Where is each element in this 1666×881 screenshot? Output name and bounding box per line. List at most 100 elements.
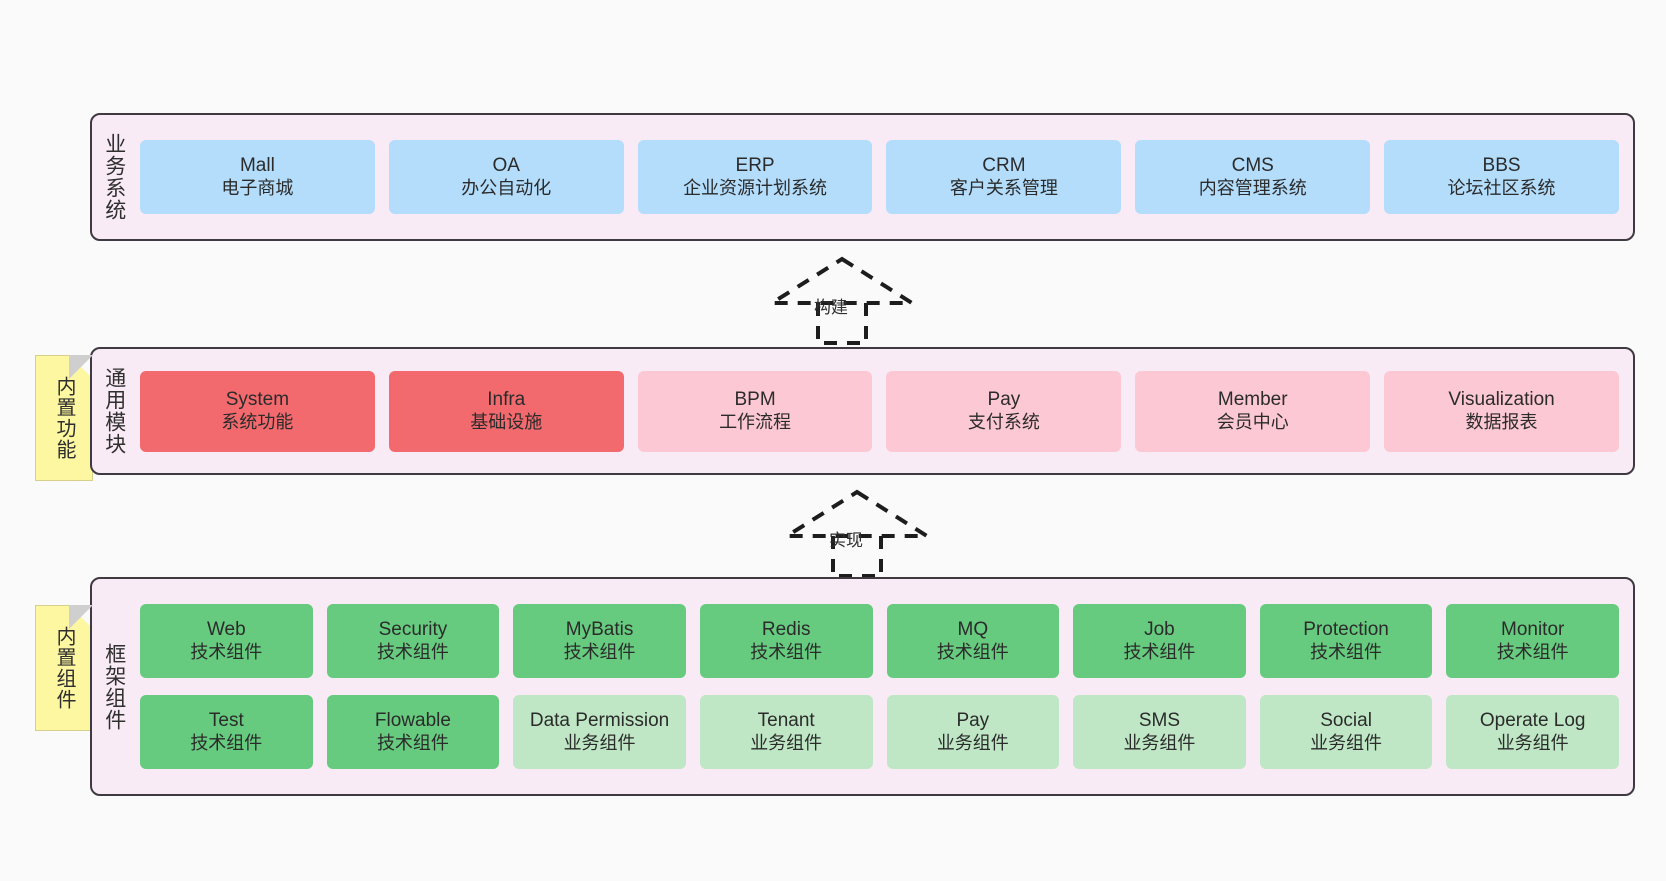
module-card-mall[interactable]: Mall 电子商城 xyxy=(140,140,375,214)
module-desc: 基础设施 xyxy=(470,411,543,432)
module-desc: 数据报表 xyxy=(1465,411,1538,432)
module-card-cms[interactable]: CMS 内容管理系统 xyxy=(1135,140,1371,214)
module-desc: 客户关系管理 xyxy=(949,177,1058,198)
connector-label-build: 构建 xyxy=(814,298,848,317)
module-desc: 工作流程 xyxy=(719,411,792,432)
module-desc: 技术组件 xyxy=(936,641,1009,662)
module-desc: 企业资源计划系统 xyxy=(683,177,828,198)
module-card-mybatis[interactable]: MyBatis 技术组件 xyxy=(513,604,686,678)
module-card-sms[interactable]: SMS 业务组件 xyxy=(1073,695,1246,769)
module-name: CRM xyxy=(982,155,1026,177)
module-card-web[interactable]: Web 技术组件 xyxy=(140,604,313,678)
module-desc: 系统功能 xyxy=(221,411,294,432)
module-name: System xyxy=(225,389,290,411)
module-desc: 技术组件 xyxy=(1123,641,1196,662)
module-card-redis[interactable]: Redis 技术组件 xyxy=(699,604,873,678)
module-card-member[interactable]: Member 会员中心 xyxy=(1135,370,1371,452)
module-name: Monitor xyxy=(1501,619,1565,641)
note-label: 内置组件 xyxy=(53,626,75,710)
module-card-pay[interactable]: Pay 支付系统 xyxy=(886,370,1122,452)
layer-common-modules: 通用模块 System 系统功能 Infra 基础设施 BPM 工作流程 Pay… xyxy=(90,347,1635,475)
module-card-system[interactable]: System 系统功能 xyxy=(140,370,375,452)
layer-title-business: 业务系统 xyxy=(102,133,126,221)
module-row: System 系统功能 Infra 基础设施 BPM 工作流程 Pay 支付系统… xyxy=(140,370,1619,452)
note-label: 内置功能 xyxy=(53,376,75,460)
module-name: Web xyxy=(206,619,246,641)
module-card-job[interactable]: Job 技术组件 xyxy=(1073,604,1246,678)
layer-business-systems: 业务系统 Mall 电子商城 OA 办公自动化 ERP 企业资源计划系统 CRM… xyxy=(90,113,1635,241)
module-desc: 业务组件 xyxy=(936,732,1009,753)
module-row: Test 技术组件 Flowable 技术组件 Data Permission … xyxy=(140,695,1619,769)
module-name: BBS xyxy=(1482,155,1521,177)
module-card-protection[interactable]: Protection 技术组件 xyxy=(1259,604,1433,678)
module-desc: 论坛社区系统 xyxy=(1447,177,1556,198)
module-card-oa[interactable]: OA 办公自动化 xyxy=(388,140,624,214)
module-card-flowable[interactable]: Flowable 技术组件 xyxy=(326,695,500,769)
module-card-visualization[interactable]: Visualization 数据报表 xyxy=(1384,370,1619,452)
layer-body-framework: Web 技术组件 Security 技术组件 MyBatis 技术组件 Redi… xyxy=(136,579,1633,794)
module-name: Visualization xyxy=(1448,389,1555,411)
module-name: Protection xyxy=(1303,619,1389,641)
module-name: Infra xyxy=(487,389,526,411)
module-desc: 会员中心 xyxy=(1216,411,1289,432)
module-desc: 技术组件 xyxy=(376,732,449,753)
module-desc: 业务组件 xyxy=(563,732,636,753)
layer-body-business: Mall 电子商城 OA 办公自动化 ERP 企业资源计划系统 CRM 客户关系… xyxy=(136,115,1633,239)
module-card-pay-component[interactable]: Pay 业务组件 xyxy=(886,695,1060,769)
module-name: Flowable xyxy=(374,710,451,732)
module-card-bbs[interactable]: BBS 论坛社区系统 xyxy=(1384,140,1619,214)
module-desc: 业务组件 xyxy=(1123,732,1196,753)
generalization-triangle-icon xyxy=(765,256,919,305)
layer-title-common: 通用模块 xyxy=(102,367,126,455)
module-card-tenant[interactable]: Tenant 业务组件 xyxy=(699,695,873,769)
connector-implement: 实现 xyxy=(767,488,947,578)
module-desc: 技术组件 xyxy=(376,641,449,662)
connector-label-implement: 实现 xyxy=(829,531,863,550)
module-name: MQ xyxy=(957,619,989,641)
module-name: Security xyxy=(378,619,448,641)
module-name: Social xyxy=(1320,710,1372,732)
module-card-test[interactable]: Test 技术组件 xyxy=(140,695,313,769)
module-card-operate-log[interactable]: Operate Log 业务组件 xyxy=(1446,695,1619,769)
module-desc: 技术组件 xyxy=(1496,641,1569,662)
module-card-erp[interactable]: ERP 企业资源计划系统 xyxy=(637,140,873,214)
connector-build: 构建 xyxy=(752,255,932,345)
module-card-mq[interactable]: MQ 技术组件 xyxy=(886,604,1060,678)
layer-title-framework: 框架组件 xyxy=(102,642,126,731)
module-name: Mall xyxy=(239,155,275,177)
module-desc: 办公自动化 xyxy=(461,177,552,198)
module-desc: 业务组件 xyxy=(750,732,823,753)
module-name: MyBatis xyxy=(565,619,634,641)
module-card-security[interactable]: Security 技术组件 xyxy=(326,604,500,678)
module-name: SMS xyxy=(1138,710,1181,732)
note-builtin-components: 内置组件 xyxy=(35,605,93,731)
module-name: OA xyxy=(492,155,520,177)
module-card-bpm[interactable]: BPM 工作流程 xyxy=(637,370,873,452)
generalization-triangle-icon xyxy=(780,489,934,538)
module-name: Pay xyxy=(987,389,1021,411)
module-desc: 内容管理系统 xyxy=(1198,177,1307,198)
module-desc: 技术组件 xyxy=(190,641,263,662)
module-name: Pay xyxy=(956,710,990,732)
module-card-data-permission[interactable]: Data Permission 业务组件 xyxy=(513,695,686,769)
module-desc: 业务组件 xyxy=(1310,732,1383,753)
module-name: BPM xyxy=(734,389,776,411)
module-desc: 技术组件 xyxy=(190,732,263,753)
module-card-crm[interactable]: CRM 客户关系管理 xyxy=(886,140,1122,214)
module-desc: 技术组件 xyxy=(1310,641,1383,662)
module-desc: 业务组件 xyxy=(1496,732,1569,753)
module-name: Redis xyxy=(761,619,811,641)
module-name: Data Permission xyxy=(529,710,670,732)
layer-body-common: System 系统功能 Infra 基础设施 BPM 工作流程 Pay 支付系统… xyxy=(136,349,1633,473)
module-card-monitor[interactable]: Monitor 技术组件 xyxy=(1446,604,1619,678)
module-desc: 电子商城 xyxy=(221,177,294,198)
module-name: Job xyxy=(1144,619,1175,641)
module-card-infra[interactable]: Infra 基础设施 xyxy=(388,370,624,452)
module-row: Web 技术组件 Security 技术组件 MyBatis 技术组件 Redi… xyxy=(140,604,1619,678)
module-name: CMS xyxy=(1231,155,1274,177)
layer-framework-components: 框架组件 Web 技术组件 Security 技术组件 MyBatis 技术组件… xyxy=(90,577,1635,796)
module-name: Test xyxy=(208,710,244,732)
module-name: ERP xyxy=(735,155,775,177)
module-card-social[interactable]: Social 业务组件 xyxy=(1259,695,1433,769)
